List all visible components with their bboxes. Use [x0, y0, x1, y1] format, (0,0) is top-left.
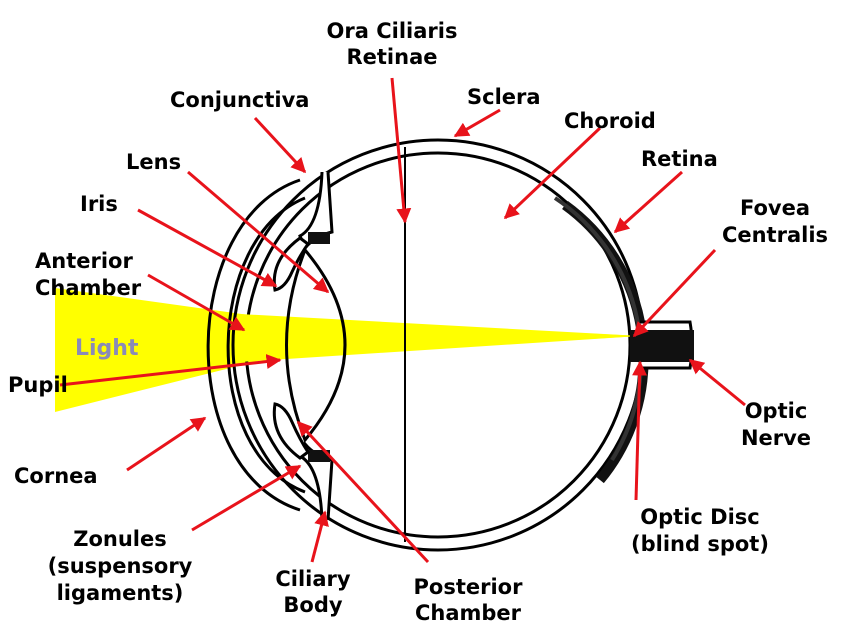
- label-zonules-2: (suspensory: [48, 554, 193, 578]
- arrow-iris: [138, 210, 276, 286]
- label-zonules-3: ligaments): [57, 581, 184, 605]
- label-anterior-2: Chamber: [35, 276, 142, 300]
- label-retina: Retina: [641, 147, 718, 171]
- label-optic-disc-1: Optic Disc: [640, 505, 759, 529]
- label-ciliary-2: Body: [283, 593, 342, 617]
- arrow-optic-nerve: [690, 360, 745, 405]
- label-ora-ciliaris-2: Retinae: [346, 45, 437, 69]
- arrow-conjunctiva: [255, 118, 305, 172]
- arrow-zonules: [192, 466, 300, 530]
- label-choroid: Choroid: [564, 109, 656, 133]
- iris-top: [274, 238, 308, 290]
- label-lens: Lens: [126, 150, 181, 174]
- label-optic-nerve-1: Optic: [745, 399, 808, 423]
- label-ciliary-1: Ciliary: [275, 567, 351, 591]
- label-conjunctiva: Conjunctiva: [170, 88, 309, 112]
- label-posterior-2: Chamber: [415, 601, 522, 625]
- arrow-retina: [615, 172, 682, 232]
- label-zonules-1: Zonules: [73, 527, 167, 551]
- arrow-optic-disc: [636, 362, 640, 500]
- label-posterior-1: Posterior: [414, 575, 524, 599]
- arrow-ciliary: [312, 512, 325, 562]
- label-optic-disc-2: (blind spot): [631, 532, 769, 556]
- label-fovea-2: Centralis: [722, 223, 828, 247]
- label-light: Light: [75, 336, 139, 361]
- optic-disc-dark: [630, 330, 694, 362]
- label-anterior-1: Anterior: [35, 249, 133, 273]
- arrow-sclera: [455, 110, 500, 136]
- label-sclera: Sclera: [467, 85, 541, 109]
- label-fovea-1: Fovea: [740, 196, 810, 220]
- label-ora-ciliaris-1: Ora Ciliaris: [327, 19, 458, 43]
- arrow-ora-ciliaris: [392, 78, 405, 222]
- label-optic-nerve-2: Nerve: [741, 426, 811, 450]
- label-iris: Iris: [80, 192, 118, 216]
- label-cornea: Cornea: [14, 464, 98, 488]
- arrow-cornea: [127, 418, 205, 470]
- ciliary-top-dark: [308, 232, 330, 244]
- label-pupil: Pupil: [8, 373, 68, 397]
- light-beam-inner: [240, 314, 640, 362]
